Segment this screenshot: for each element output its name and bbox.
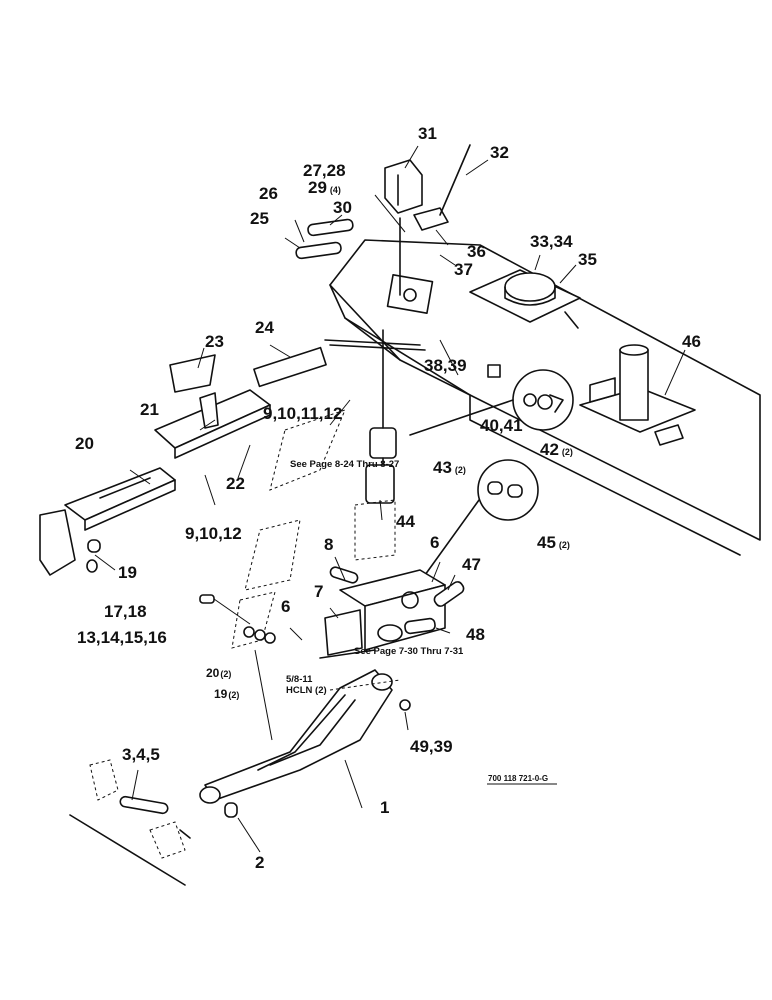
label-36: 36 [467, 242, 486, 261]
label-2: 2 [255, 853, 264, 872]
label-20-qty: 20(2) [206, 666, 231, 680]
label-8: 8 [324, 535, 333, 554]
label-9-10-11-12: 9,10,11,12 [263, 404, 342, 423]
label-19-qty: 19(2) [214, 687, 239, 701]
label-22: 22 [226, 474, 245, 493]
leader-detail-45 [424, 499, 480, 576]
label-17-18: 17,18 [104, 602, 147, 621]
hydraulic-cylinder [354, 329, 397, 561]
label-37: 37 [454, 260, 473, 279]
label-21: 21 [140, 400, 159, 419]
drawing-reference: 700 118 721-0-G [488, 774, 548, 783]
part-labels: 1 2 3,4,5 6 6 7 8 9,10,11,12 9,10,12 13,… [75, 124, 701, 872]
label-6-left: 6 [281, 597, 290, 616]
label-20-left: 20 [75, 434, 94, 453]
label-6-right: 6 [430, 533, 439, 552]
leader-detail-42 [409, 399, 514, 436]
label-27-28: 27,28 [303, 161, 346, 180]
label-33-34: 33,34 [530, 232, 573, 251]
label-24: 24 [255, 318, 274, 337]
label-44: 44 [396, 512, 415, 531]
label-30: 30 [333, 198, 352, 217]
label-25: 25 [250, 209, 269, 228]
bolt-spec: 5/8-11 [286, 674, 313, 685]
pivot-post-assembly [579, 344, 696, 446]
label-49-39: 49,39 [410, 737, 453, 756]
detail-circle-45 [477, 459, 539, 521]
lower-arm-tongue [39, 467, 176, 576]
notes: See Page 8-24 Thru 8-27 See Page 7-30 Th… [286, 459, 557, 785]
label-38-39: 38,39 [424, 356, 467, 375]
label-45: 45(2) [537, 533, 570, 552]
label-32: 32 [490, 143, 509, 162]
label-48: 48 [466, 625, 485, 644]
label-13-14-15-16: 13,14,15,16 [77, 628, 167, 647]
nut-spec: HCLN (2) [286, 685, 327, 696]
hitch-cap-assembly [469, 269, 581, 329]
label-26: 26 [259, 184, 278, 203]
mount-bracket [319, 566, 465, 659]
label-47: 47 [462, 555, 481, 574]
lower-main-arm [199, 669, 401, 818]
label-23: 23 [205, 332, 224, 351]
label-46: 46 [682, 332, 701, 351]
label-42: 42(2) [540, 440, 573, 459]
upper-bracket [384, 159, 449, 231]
see-page-7-30: See Page 7-30 Thru 7-31 [354, 646, 464, 657]
label-43: 43(2) [433, 458, 466, 477]
label-35: 35 [578, 250, 597, 269]
lift-rod [439, 144, 471, 216]
see-page-8-24: See Page 8-24 Thru 8-27 [290, 459, 399, 470]
label-19-left: 19 [118, 563, 137, 582]
label-40-41: 40,41 [480, 416, 523, 435]
cutter-section [69, 759, 191, 886]
pins-25-30 [295, 218, 354, 260]
label-1: 1 [380, 798, 389, 817]
leader-lines [94, 145, 686, 853]
label-29: 29(4) [308, 178, 341, 197]
label-9-10-12: 9,10,12 [185, 524, 242, 543]
upper-arm-frame [154, 339, 426, 459]
label-31: 31 [418, 124, 437, 143]
label-3-4-5: 3,4,5 [122, 745, 160, 764]
fastener-stack [199, 594, 411, 741]
label-7: 7 [314, 582, 323, 601]
